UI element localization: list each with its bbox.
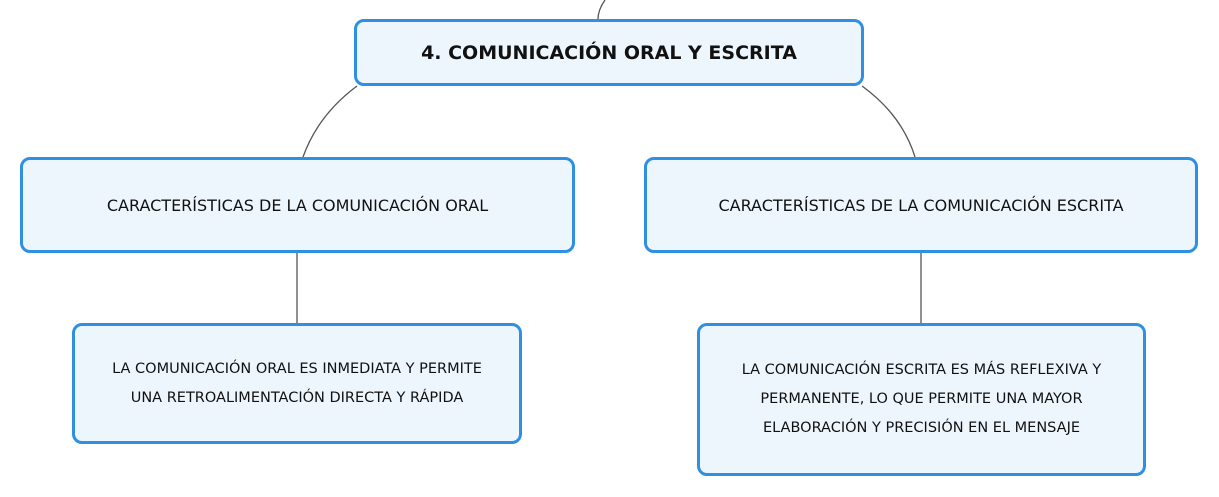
node-text-line: UNA RETROALIMENTACIÓN DIRECTA Y RÁPIDA	[130, 389, 464, 406]
node-text-line: LA COMUNICACIÓN ESCRITA ES MÁS REFLEXIVA…	[741, 362, 1102, 378]
connector-root-oral	[302, 85, 358, 158]
node-label: CARACTERÍSTICAS DE LA COMUNICACIÓN ESCRI…	[718, 195, 1124, 215]
root-label: 4. COMUNICACIÓN ORAL Y ESCRITA	[421, 41, 797, 64]
node-text-line: ELABORACIÓN Y PRECISIÓN EN EL MENSAJE	[762, 420, 1081, 436]
node-text-line: PERMANENTE, LO QUE PERMITE UNA MAYOR	[760, 391, 1083, 407]
node-text-line: LA COMUNICACIÓN ORAL ES INMEDIATA Y PERM…	[112, 360, 482, 377]
node-oral-detail[interactable]: LA COMUNICACIÓN ORAL ES INMEDIATA Y PERM…	[72, 323, 522, 444]
root-node[interactable]: 4. COMUNICACIÓN ORAL Y ESCRITA	[354, 19, 864, 86]
node-label: CARACTERÍSTICAS DE LA COMUNICACIÓN ORAL	[106, 195, 489, 215]
node-written-detail[interactable]: LA COMUNICACIÓN ESCRITA ES MÁS REFLEXIVA…	[697, 323, 1146, 476]
node-written-characteristics[interactable]: CARACTERÍSTICAS DE LA COMUNICACIÓN ESCRI…	[644, 157, 1198, 253]
node-oral-characteristics[interactable]: CARACTERÍSTICAS DE LA COMUNICACIÓN ORAL	[20, 157, 575, 253]
connector-parent-root	[597, 0, 606, 20]
connector-root-escrita	[861, 85, 916, 158]
